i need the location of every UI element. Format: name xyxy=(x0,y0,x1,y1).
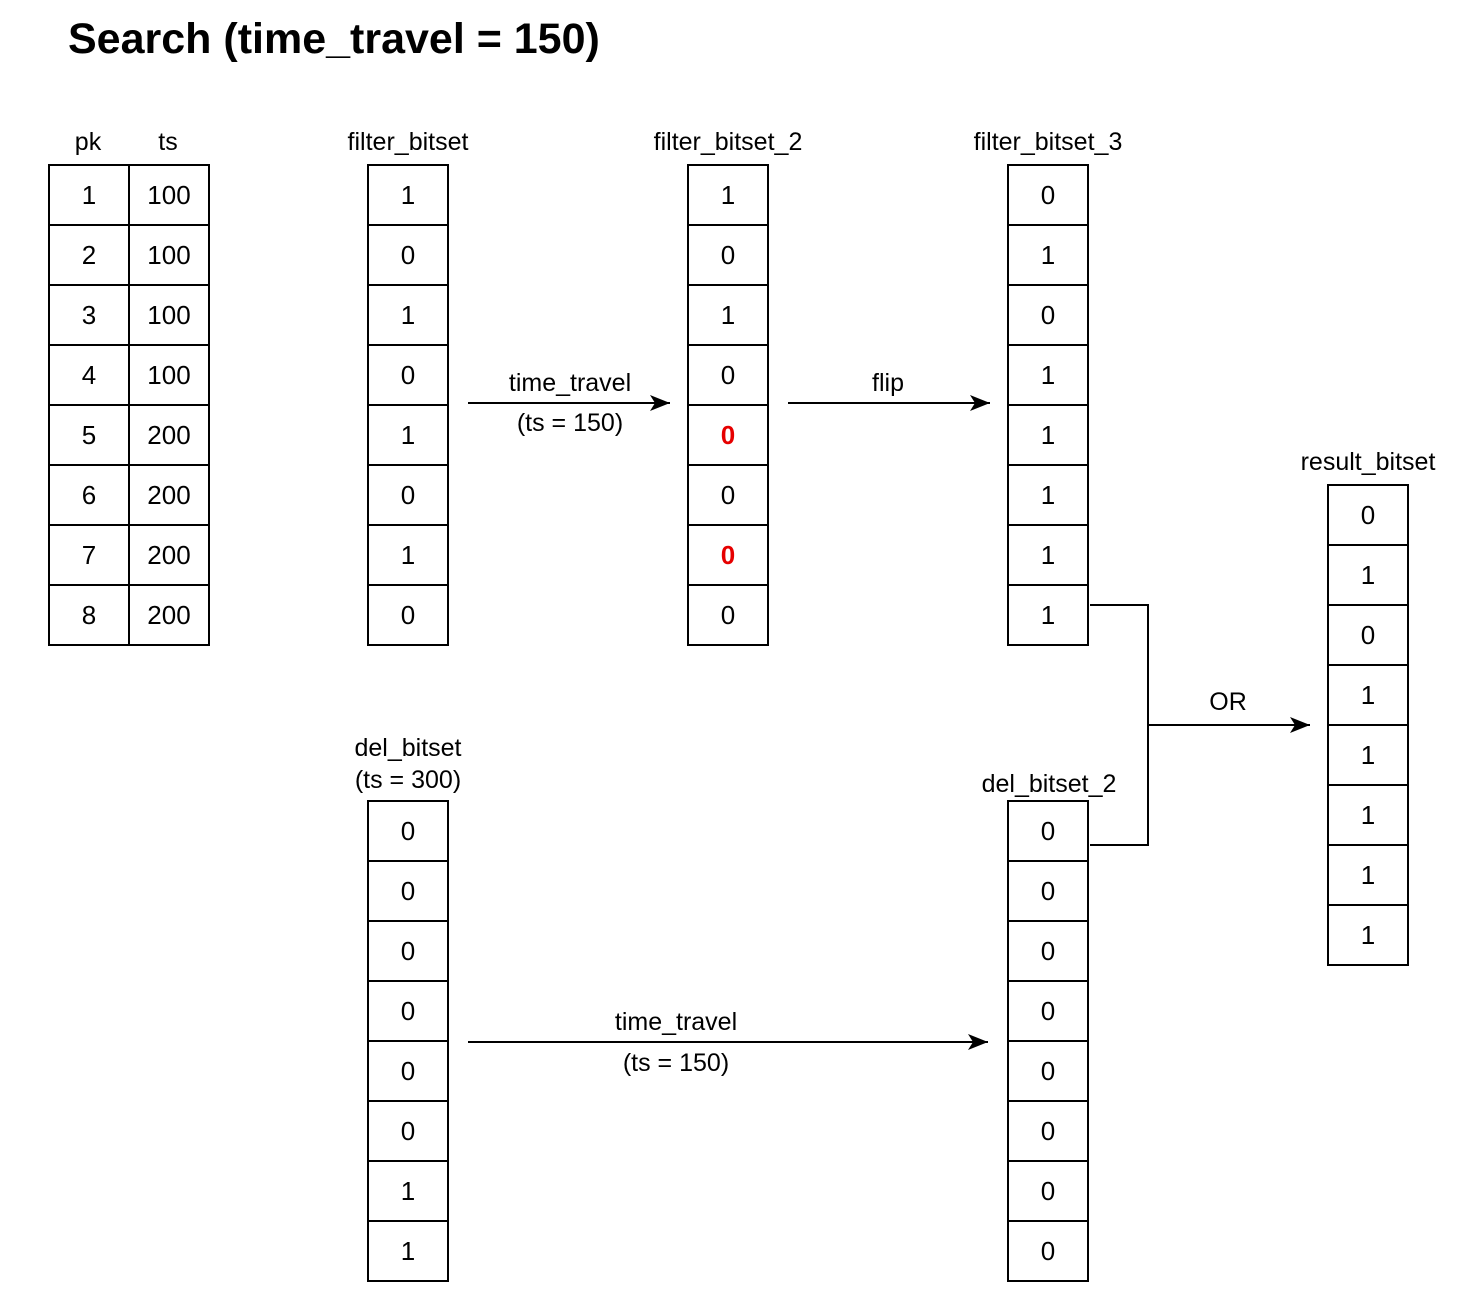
pk-cell: 4 xyxy=(48,344,130,406)
pk-cell: 6 xyxy=(48,464,130,526)
bit-cell: 0 xyxy=(687,584,769,646)
table-header-pk: pk xyxy=(74,128,102,156)
result-bitset-column: 0 1 0 1 1 1 1 1 xyxy=(1327,484,1409,966)
del-bitset-sublabel: (ts = 300) xyxy=(354,766,462,794)
filter-bitset-2-label: filter_bitset_2 xyxy=(653,128,803,156)
ts-cell: 100 xyxy=(128,284,210,346)
bit-cell: 1 xyxy=(367,404,449,466)
bit-cell: 0 xyxy=(1327,604,1409,666)
bit-cell: 0 xyxy=(367,920,449,982)
or-label: OR xyxy=(1209,688,1247,716)
del-bitset-2-column: 0 0 0 0 0 0 0 0 xyxy=(1007,800,1089,1282)
filter-bitset-2-column: 1 0 1 0 0 0 0 0 xyxy=(687,164,769,646)
del-bitset-label: del_bitset xyxy=(354,734,462,762)
time-travel-top-label: time_travel xyxy=(508,369,632,397)
bit-cell: 0 xyxy=(1007,860,1089,922)
del-bitset-column: 0 0 0 0 0 0 1 1 xyxy=(367,800,449,1282)
bit-cell: 0 xyxy=(367,800,449,862)
bit-cell: 0 xyxy=(1007,1160,1089,1222)
bit-cell: 0 xyxy=(367,344,449,406)
flip-label: flip xyxy=(872,369,904,397)
filter-bitset-column: 1 0 1 0 1 0 1 0 xyxy=(367,164,449,646)
filter-bitset-label: filter_bitset xyxy=(347,128,469,156)
bit-cell: 0 xyxy=(367,464,449,526)
bit-cell: 1 xyxy=(1007,584,1089,646)
ts-cell: 100 xyxy=(128,344,210,406)
bit-cell: 0 xyxy=(687,344,769,406)
ts-cell: 100 xyxy=(128,164,210,226)
bit-cell: 1 xyxy=(367,164,449,226)
pk-cell: 7 xyxy=(48,524,130,586)
bit-cell: 0 xyxy=(1007,980,1089,1042)
bit-cell: 0 xyxy=(1007,1100,1089,1162)
bit-cell: 0 xyxy=(367,1040,449,1102)
bit-cell: 1 xyxy=(1327,904,1409,966)
bit-cell: 0 xyxy=(1007,1040,1089,1102)
bit-cell: 1 xyxy=(367,1220,449,1282)
bit-cell: 1 xyxy=(1327,844,1409,906)
bit-cell: 0 xyxy=(1007,284,1089,346)
bit-cell: 0 xyxy=(367,860,449,922)
bit-cell: 1 xyxy=(1327,544,1409,606)
del-bitset-2-label: del_bitset_2 xyxy=(981,770,1117,798)
ts-cell: 100 xyxy=(128,224,210,286)
ts-cell: 200 xyxy=(128,524,210,586)
bit-cell: 1 xyxy=(1007,464,1089,526)
bit-cell: 1 xyxy=(1007,524,1089,586)
page-title: Search (time_travel = 150) xyxy=(68,15,600,63)
bit-cell-highlighted: 0 xyxy=(687,404,769,466)
bit-cell: 0 xyxy=(367,584,449,646)
bit-cell: 1 xyxy=(1007,224,1089,286)
bit-cell: 1 xyxy=(367,284,449,346)
filter-bitset-3-label: filter_bitset_3 xyxy=(973,128,1123,156)
bit-cell: 0 xyxy=(1007,800,1089,862)
ts-cell: 200 xyxy=(128,464,210,526)
bit-cell: 1 xyxy=(1007,344,1089,406)
bit-cell: 0 xyxy=(1007,164,1089,226)
pk-cell: 2 xyxy=(48,224,130,286)
bit-cell: 0 xyxy=(687,464,769,526)
bit-cell: 1 xyxy=(367,524,449,586)
filter-bitset-3-column: 0 1 0 1 1 1 1 1 xyxy=(1007,164,1089,646)
bit-cell: 1 xyxy=(687,164,769,226)
bit-cell: 0 xyxy=(367,980,449,1042)
bit-cell: 0 xyxy=(1007,920,1089,982)
bit-cell: 1 xyxy=(687,284,769,346)
time-travel-bottom-sublabel: (ts = 150) xyxy=(622,1049,730,1077)
pk-cell: 3 xyxy=(48,284,130,346)
or-junction-connector xyxy=(1090,604,1149,846)
pk-cell: 1 xyxy=(48,164,130,226)
bit-cell: 1 xyxy=(1007,404,1089,466)
result-bitset-label: result_bitset xyxy=(1300,448,1436,476)
bit-cell: 0 xyxy=(687,224,769,286)
pk-cell: 5 xyxy=(48,404,130,466)
bit-cell-highlighted: 0 xyxy=(687,524,769,586)
bit-cell: 1 xyxy=(367,1160,449,1222)
bit-cell: 0 xyxy=(367,224,449,286)
bit-cell: 1 xyxy=(1327,724,1409,786)
ts-cell: 200 xyxy=(128,404,210,466)
time-travel-top-sublabel: (ts = 150) xyxy=(516,409,624,437)
bit-cell: 0 xyxy=(1007,1220,1089,1282)
bit-cell: 0 xyxy=(1327,484,1409,546)
time-travel-bottom-label: time_travel xyxy=(614,1008,738,1036)
bit-cell: 1 xyxy=(1327,784,1409,846)
pk-cell: 8 xyxy=(48,584,130,646)
ts-cell: 200 xyxy=(128,584,210,646)
table-header-ts: ts xyxy=(158,128,178,156)
bit-cell: 0 xyxy=(367,1100,449,1162)
bit-cell: 1 xyxy=(1327,664,1409,726)
